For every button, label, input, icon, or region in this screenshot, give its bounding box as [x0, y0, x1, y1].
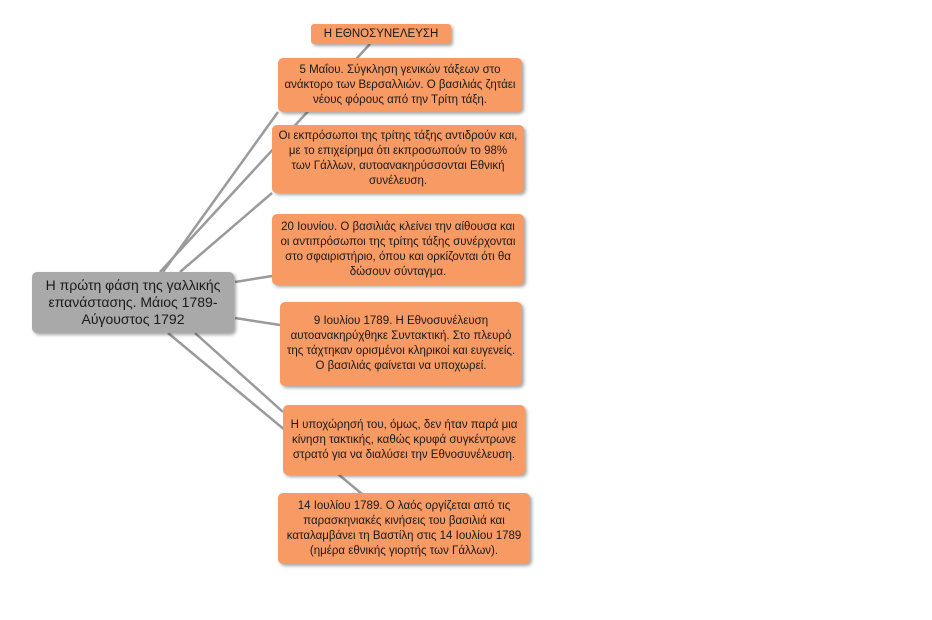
topic-july-9-label: 9 Ιουλίου 1789. Η Εθνοσυνέλευση αυτοανακ…: [286, 315, 516, 372]
connector-n2: [179, 192, 273, 273]
topic-june-20-label: 20 Ιουνίου. Ο βασιλιάς κλείνει την αίθου…: [280, 220, 516, 278]
topic-july-9[interactable]: 9 Ιουλίου 1789. Η Εθνοσυνέλευση αυτοανακ…: [280, 302, 522, 386]
topic-may-5-label: 5 Μαΐου. Σύγκληση γενικών τάξεων στο ανά…: [284, 63, 516, 106]
topic-national-assembly[interactable]: Οι εκπρόσωποι της τρίτης τάξης αντιδρούν…: [272, 125, 524, 193]
topic-june-20[interactable]: 20 Ιουνίου. Ο βασιλιάς κλείνει την αίθου…: [272, 214, 524, 285]
topic-title-label: Η ΕΘΝΟΣΥΝΕΛΕΥΣΗ: [323, 28, 439, 40]
root-topic-label: Η πρώτη φάση της γαλλικής επανάστασης. Μ…: [45, 277, 221, 327]
root-topic[interactable]: Η πρώτη φάση της γαλλικής επανάστασης. Μ…: [32, 272, 234, 333]
topic-july-14[interactable]: 14 Ιουλίου 1789. Ο λαός οργίζεται από τι…: [278, 493, 530, 564]
topic-retreat-tactic-label: Η υποχώρησή του, όμως, δεν ήταν παρά μια…: [290, 418, 518, 461]
topic-title[interactable]: Η ΕΘΝΟΣΥΝΕΛΕΥΣΗ: [311, 24, 451, 44]
connector-n5: [194, 332, 284, 413]
connector-n4: [234, 316, 281, 327]
topic-retreat-tactic[interactable]: Η υποχώρησή του, όμως, δεν ήταν παρά μια…: [283, 405, 525, 475]
topic-july-14-label: 14 Ιουλίου 1789. Ο λαός οργίζεται από τι…: [286, 499, 522, 557]
connector-n1: [161, 111, 280, 273]
connector-n3: [234, 274, 273, 284]
topic-national-assembly-label: Οι εκπρόσωποι της τρίτης τάξης αντιδρούν…: [278, 130, 518, 187]
topic-may-5[interactable]: 5 Μαΐου. Σύγκληση γενικών τάξεων στο ανά…: [278, 58, 522, 112]
